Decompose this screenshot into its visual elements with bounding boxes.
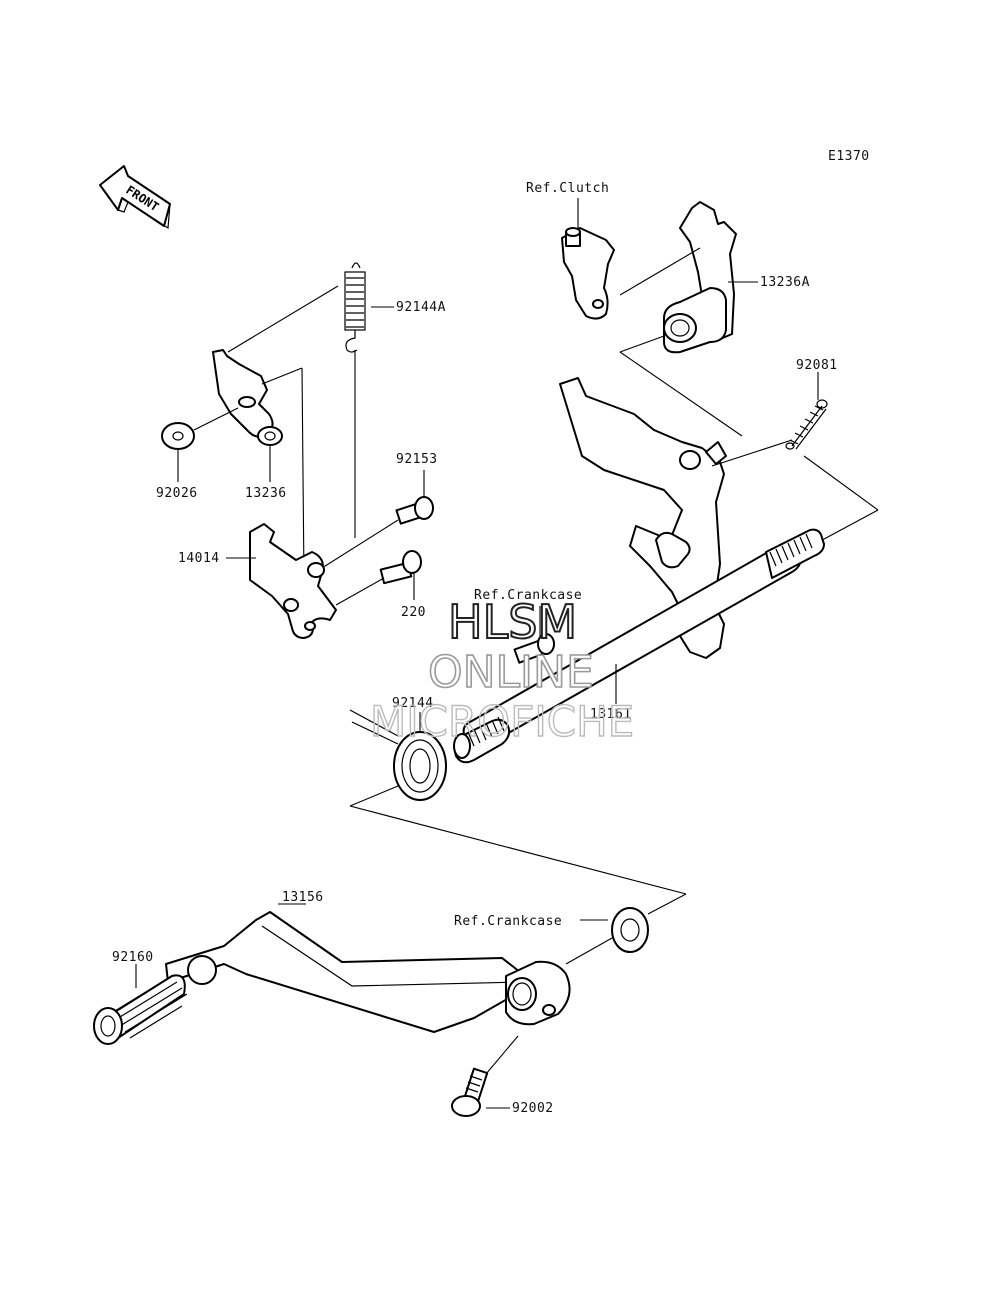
- label-13156: 13156: [282, 890, 324, 905]
- ref-clutch: Ref.Clutch: [526, 181, 609, 196]
- label-92153: 92153: [396, 452, 438, 467]
- washer-crankcase: [611, 907, 649, 953]
- ref-crankcase-lower: Ref.Crankcase: [454, 914, 562, 929]
- torsion-spring-92144: [349, 709, 447, 801]
- label-13236: 13236: [245, 486, 287, 501]
- label-92144: 92144: [392, 696, 434, 711]
- watermark-line-1: HLSM: [448, 595, 577, 649]
- shift-shaft-13161: [453, 528, 825, 764]
- ref-crankcase-upper: Ref.Crankcase: [474, 588, 582, 603]
- bolt-220: [379, 550, 422, 585]
- diagram-code: E1370: [828, 149, 870, 164]
- pedal-rubber-92160: [93, 974, 188, 1045]
- label-14014: 14014: [178, 551, 220, 566]
- pedal-clamp: [505, 960, 571, 1026]
- label-92002: 92002: [512, 1101, 554, 1116]
- watermark: HLSM ONLINE MICROFICHE: [369, 594, 635, 747]
- spring-92144a: [344, 262, 366, 353]
- label-13161: 13161: [590, 707, 632, 722]
- washer-92026: [161, 422, 195, 450]
- label-92144a: 92144A: [396, 300, 446, 315]
- guide-14014: [249, 523, 337, 639]
- lever-13236a: [663, 201, 737, 354]
- front-arrow-icon: FRONT: [99, 165, 171, 230]
- lever-13236: [212, 349, 283, 446]
- watermark-line-3: MICROFICHE: [370, 697, 634, 746]
- label-220: 220: [401, 605, 426, 620]
- clutch-arm: [561, 227, 615, 320]
- crankcase-pin: [513, 633, 555, 664]
- label-92026: 92026: [156, 486, 198, 501]
- shift-arm: [559, 377, 727, 659]
- label-13236a: 13236A: [760, 275, 810, 290]
- watermark-line-2: ONLINE: [428, 647, 594, 698]
- label-92081: 92081: [796, 358, 838, 373]
- label-92160: 92160: [112, 950, 154, 965]
- bolt-92153: [395, 496, 434, 525]
- spring-92081: [785, 399, 828, 450]
- bolt-92002: [451, 1067, 489, 1117]
- shift-pedal-13156: [165, 911, 523, 1033]
